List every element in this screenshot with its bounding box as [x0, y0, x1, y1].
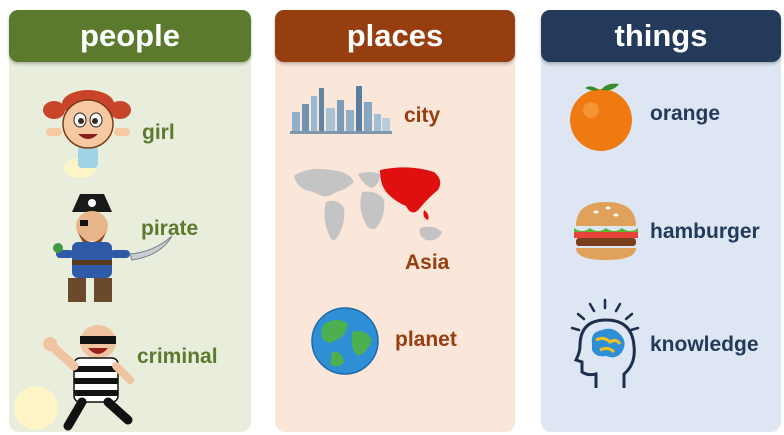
knowledge-label: knowledge: [650, 333, 759, 356]
asia-label: Asia: [405, 251, 450, 274]
planet-label: planet: [395, 328, 457, 351]
orange-icon: [570, 83, 632, 151]
pirate-icon: [53, 194, 173, 302]
girl-icon: [43, 90, 131, 178]
city-skyline-icon: [290, 86, 392, 134]
world-map-asia-icon: [294, 167, 442, 241]
places-header: places: [275, 10, 515, 62]
hamburger-label: hamburger: [650, 220, 760, 243]
criminal-icon: [14, 325, 134, 431]
pirate-label: pirate: [141, 217, 199, 240]
city-label: city: [404, 104, 441, 127]
brain-head-icon: [570, 298, 640, 388]
orange-label: orange: [650, 102, 721, 125]
hamburger-icon: [574, 202, 638, 260]
globe-icon: [311, 307, 379, 375]
girl-label: girl: [142, 121, 175, 144]
criminal-label: criminal: [137, 345, 218, 368]
things-header: things: [541, 10, 781, 62]
people-header: people: [9, 10, 251, 62]
